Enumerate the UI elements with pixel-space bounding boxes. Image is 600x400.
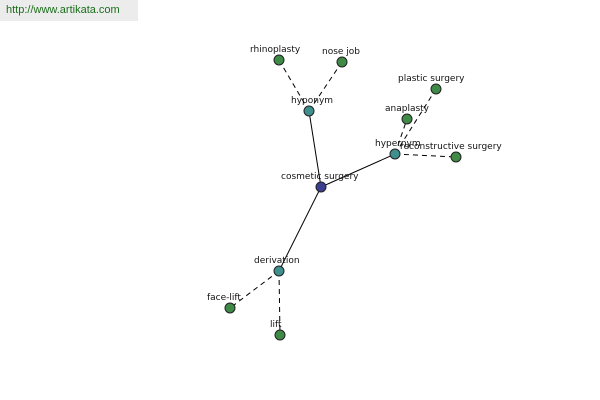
node-label-anaplasty: anaplasty (385, 104, 430, 114)
edge-hypernym-to-reconstructive-surgery (394, 153, 457, 158)
node-label-reconstructive-surgery: reconstructive surgery (400, 142, 502, 152)
edge-hypernym-to-anaplasty (394, 118, 408, 155)
node-rhinoplasty[interactable] (273, 54, 285, 66)
node-label-derivation: derivation (254, 256, 300, 266)
graph-labels: cosmetic surgery hyponym hypernym derivatio… (207, 45, 502, 330)
node-hypernym[interactable] (389, 148, 401, 160)
edge-derivation-to-face-lift (229, 270, 280, 309)
node-reconstructive-surgery[interactable] (450, 151, 462, 163)
node-lift[interactable] (274, 329, 286, 341)
edge-hyponym-to-nose-job (308, 61, 343, 112)
edge-cosmetic-surgery-to-derivation (278, 186, 322, 272)
node-nose-job[interactable] (336, 56, 348, 68)
node-plastic-surgery[interactable] (430, 83, 442, 95)
edge-cosmetic-surgery-to-hypernym (320, 153, 396, 188)
node-label-face-lift: face-lift (207, 293, 241, 303)
node-derivation[interactable] (273, 265, 285, 277)
node-label-nose-job: nose job (322, 47, 360, 57)
edge-hyponym-to-rhinoplasty (278, 59, 310, 112)
node-label-rhinoplasty: rhinoplasty (250, 45, 301, 55)
node-label-cosmetic-surgery: cosmetic surgery (281, 172, 359, 182)
node-cosmetic-surgery[interactable] (315, 181, 327, 193)
node-label-hypernym: hypernym (375, 139, 421, 149)
graph-edges (229, 59, 457, 336)
node-anaplasty[interactable] (401, 113, 413, 125)
node-label-hyponym: hyponym (291, 96, 333, 106)
node-label-lift: lift (270, 320, 282, 330)
edge-derivation-to-lift (278, 270, 281, 336)
edge-cosmetic-surgery-to-hyponym (308, 110, 322, 188)
artikata-url-link[interactable]: http://www.artikata.com (0, 0, 138, 21)
node-hyponym[interactable] (303, 105, 315, 117)
node-label-plastic-surgery: plastic surgery (398, 74, 465, 84)
graph-nodes (224, 54, 462, 341)
edge-hypernym-to-plastic-surgery (394, 88, 437, 155)
node-face-lift[interactable] (224, 302, 236, 314)
